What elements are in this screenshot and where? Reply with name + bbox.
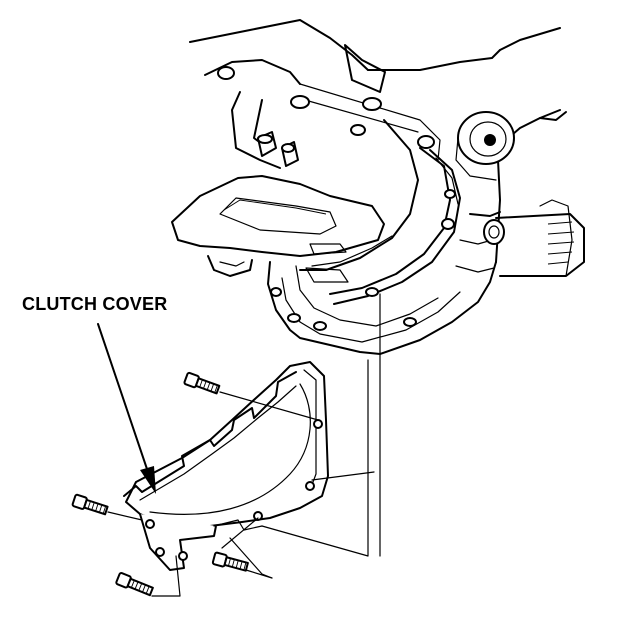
clutch-cover-icon (123, 361, 329, 571)
bolt-icon (183, 371, 221, 395)
bolt-icon (115, 572, 154, 597)
bolt-icon (211, 551, 249, 572)
callout-arrow (97, 323, 156, 494)
bolt-icon (71, 493, 109, 516)
leader-lines (107, 293, 381, 597)
clutch-cover-label: CLUTCH COVER (22, 294, 168, 314)
engine-block-icon (171, 19, 585, 355)
